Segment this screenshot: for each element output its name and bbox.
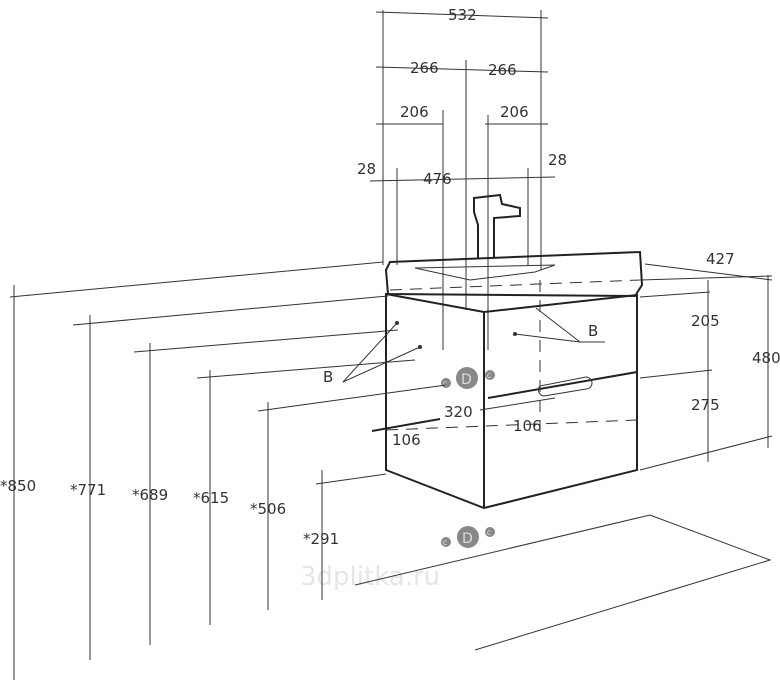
label-b-right: B	[588, 322, 598, 340]
dim-106-right: 106	[513, 417, 542, 435]
dim-320: 320	[444, 403, 473, 421]
label-c-left: C	[443, 381, 447, 388]
dim-106-left: 106	[392, 431, 421, 449]
washbasin	[384, 250, 644, 298]
dim-28-right: 28	[548, 151, 567, 169]
dim-689: *689	[132, 486, 168, 504]
dim-480: 480	[752, 349, 780, 367]
mounting-points: B B 106 320 106	[323, 307, 605, 449]
faucet	[473, 193, 521, 258]
height-dimensions: *850 *771 *689 *615 *506 *291	[0, 261, 447, 680]
dim-275: 275	[691, 396, 720, 414]
label-c-floor-left: C	[443, 540, 447, 547]
label-b-left: B	[323, 368, 333, 386]
dim-266-left: 266	[410, 59, 439, 77]
right-dimensions: 427 205 480 275	[639, 250, 780, 471]
dim-206-left: 206	[400, 103, 429, 121]
top-dimensions: 532 266 266 206 206 28 476 28	[357, 6, 567, 350]
cabinet	[385, 280, 638, 510]
dim-506: *506	[250, 500, 286, 518]
dim-532: 532	[448, 6, 477, 24]
dim-206-right: 206	[500, 103, 529, 121]
watermark: 3dplitka.ru	[300, 562, 440, 592]
floor-connections: D C C	[354, 514, 772, 651]
dim-28-left: 28	[357, 160, 376, 178]
dim-427: 427	[706, 250, 735, 268]
label-c-floor-right: C	[487, 530, 491, 537]
label-drain: D	[461, 372, 472, 388]
dim-615: *615	[193, 489, 229, 507]
label-drain-floor: D	[462, 531, 473, 547]
dim-476: 476	[423, 170, 452, 188]
dim-771: *771	[70, 481, 106, 499]
label-c-right: C	[487, 373, 491, 380]
wall-connections: D C C	[441, 367, 495, 389]
dim-205: 205	[691, 312, 720, 330]
dim-266-right: 266	[488, 61, 517, 79]
dim-291: *291	[303, 530, 339, 548]
dim-850: *850	[0, 477, 36, 495]
